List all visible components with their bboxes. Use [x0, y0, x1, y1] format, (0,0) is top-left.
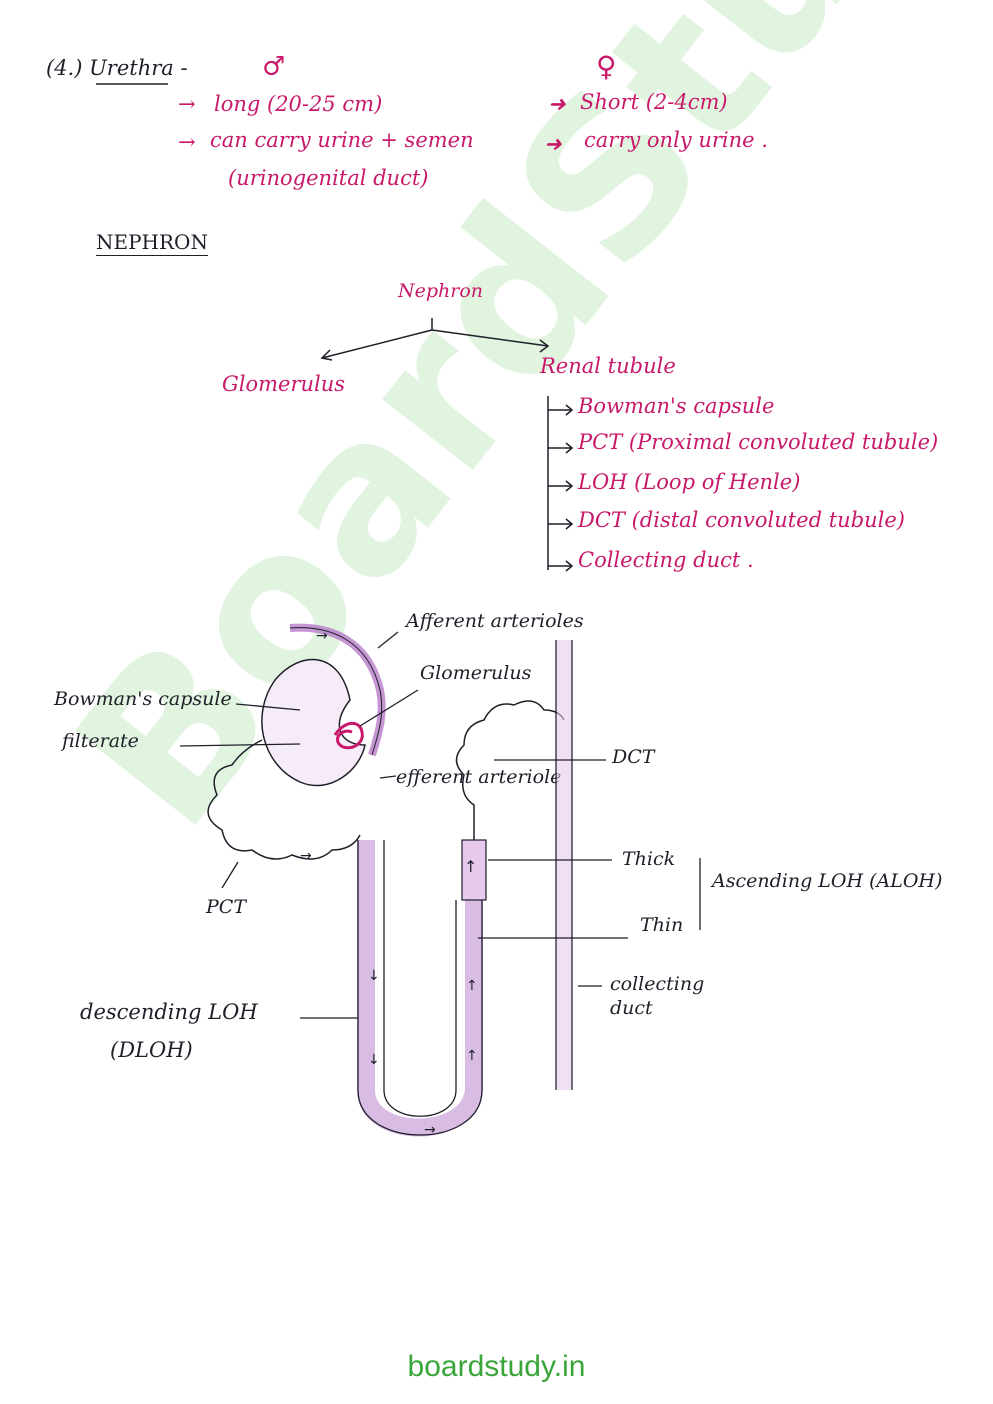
pct-shape: [207, 739, 361, 860]
female-point-1: Short (2-4cm): [580, 90, 728, 114]
male-symbol: ♂: [262, 52, 286, 82]
tree-sub-4: DCT (distal convoluted tubule): [578, 508, 905, 532]
label-glomerulus: Glomerulus: [420, 662, 532, 684]
arrow-icon: ➜: [548, 92, 566, 116]
tree-sub-1: Bowman's capsule: [578, 394, 775, 418]
label-bowmans: Bowman's capsule: [54, 688, 232, 710]
bowmans-capsule-shape: [261, 658, 366, 787]
collecting-duct-shape: [555, 640, 573, 1090]
tree-right: Renal tubule: [540, 354, 676, 378]
female-point-2: carry only urine .: [584, 128, 768, 152]
tree-root: Nephron: [398, 280, 484, 302]
svg-text:→: →: [300, 848, 312, 864]
male-point-2: can carry urine + semen: [210, 128, 474, 152]
male-point-3: (urinogenital duct): [228, 166, 429, 190]
tree-sub-3: LOH (Loop of Henle): [578, 470, 801, 494]
label-pct: PCT: [206, 896, 246, 918]
label-thick: Thick: [622, 848, 676, 870]
tree-sub-2: PCT (Proximal convoluted tubule): [578, 430, 939, 454]
section-title: NEPHRON: [96, 230, 208, 256]
svg-text:↓: ↓: [368, 1052, 380, 1068]
arrow-icon: ➜: [544, 132, 562, 156]
label-filterate: filterate: [62, 730, 139, 752]
footer-link[interactable]: boardstudy.in: [407, 1350, 586, 1383]
flow-arrows: → ↓ ↓ → ↑ ↑ ↑ →: [300, 628, 478, 1138]
label-descending: descending LOH: [80, 1000, 258, 1024]
label-dct: DCT: [612, 746, 655, 768]
tree-connectors: [320, 318, 574, 572]
svg-text:→: →: [316, 628, 328, 644]
label-dloh: (DLOH): [110, 1038, 193, 1062]
label-ascending: Ascending LOH (ALOH): [712, 870, 943, 892]
label-collecting: collecting duct: [610, 973, 705, 1019]
label-thin: Thin: [640, 914, 684, 936]
female-symbol: ♀: [596, 50, 617, 83]
loop-of-henle-shape: [357, 840, 483, 1137]
tree-sub-5: Collecting duct .: [578, 548, 754, 572]
label-afferent: Afferent arterioles: [406, 610, 584, 632]
male-point-1: long (20-25 cm): [214, 92, 383, 116]
dct-shape: [455, 700, 565, 840]
svg-text:→: →: [424, 1122, 436, 1138]
svg-text:↑: ↑: [466, 1048, 478, 1064]
svg-text:↓: ↓: [368, 968, 380, 984]
urethra-heading: (4.) Urethra -: [46, 56, 188, 80]
label-efferent: efferent arteriole: [396, 766, 562, 788]
svg-text:↑: ↑: [464, 857, 477, 876]
arrow-icon: →: [178, 130, 196, 154]
arrow-icon: →: [178, 92, 196, 116]
label-arrows: [179, 631, 701, 1019]
tree-left: Glomerulus: [222, 372, 346, 396]
svg-text:↑: ↑: [466, 978, 478, 994]
